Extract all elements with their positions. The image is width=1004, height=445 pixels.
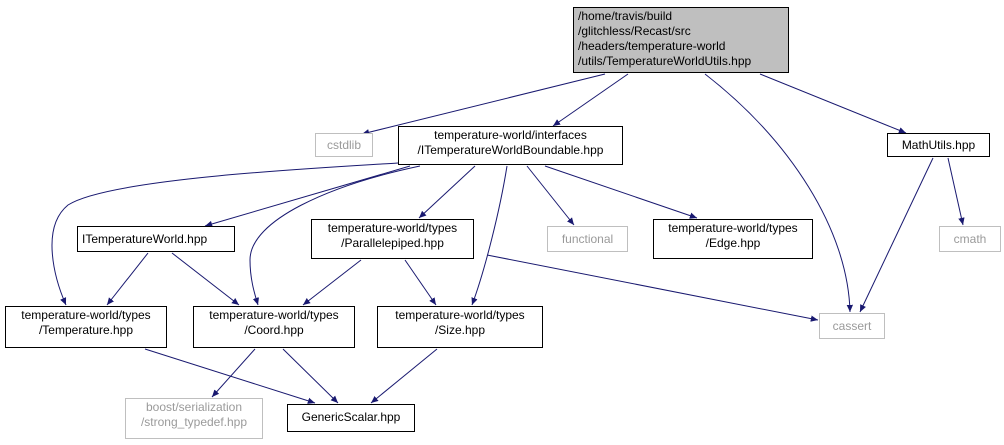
edge-size-generic	[370, 348, 438, 404]
edge-itwb-temperature	[51, 162, 399, 306]
node-line: temperature-world/types	[209, 308, 339, 322]
edge-mathutils-cassert	[859, 157, 934, 313]
node-line: /home/travis/build	[578, 9, 673, 23]
edge-parallelepiped-size	[404, 259, 437, 306]
node-line: cmath	[953, 232, 987, 246]
node-line: /utils/TemperatureWorldUtils.hpp	[578, 54, 752, 68]
edge-itw-temperature	[106, 252, 149, 306]
edge-root-cstdlib	[361, 73, 606, 136]
edge-itwb-size	[471, 165, 508, 306]
node-line: /Temperature.hpp	[38, 323, 134, 337]
node-coord-hpp[interactable]: temperature-world/types /Coord.hpp	[193, 306, 355, 348]
node-cmath[interactable]: cmath	[939, 226, 1001, 252]
node-cstdlib[interactable]: cstdlib	[315, 133, 373, 157]
edge-root-itwb	[552, 73, 629, 127]
edge-parallelepiped-cassert	[486, 254, 819, 322]
edge-coord-generic	[282, 348, 339, 404]
edge-itwb-parallelepiped	[418, 165, 476, 219]
node-line: ITemperatureWorld.hpp	[82, 232, 208, 246]
node-mathutils-hpp[interactable]: MathUtils.hpp	[887, 133, 990, 157]
node-line: GenericScalar.hpp	[301, 410, 401, 424]
node-temperature-world-utils-hpp[interactable]: /home/travis/build /glitchless/Recast/sr…	[573, 7, 789, 73]
node-itemperature-world-boundable-hpp[interactable]: temperature-world/interfaces /ITemperatu…	[398, 126, 623, 165]
node-line: /Size.hpp	[434, 323, 486, 337]
node-line: cstdlib	[326, 138, 361, 152]
node-line: functional	[561, 232, 614, 246]
node-itemperature-world-hpp[interactable]: ITemperatureWorld.hpp	[77, 226, 235, 252]
node-functional[interactable]: functional	[547, 226, 628, 252]
node-line: MathUtils.hpp	[901, 138, 976, 152]
edge-itwb-functional	[526, 165, 575, 226]
node-temperature-hpp[interactable]: temperature-world/types /Temperature.hpp	[5, 306, 167, 348]
node-generic-scalar-hpp[interactable]: GenericScalar.hpp	[287, 404, 415, 432]
edge-coord-boost	[211, 348, 256, 398]
edge-root-mathutils	[759, 73, 907, 134]
node-line: /headers/temperature-world	[578, 39, 726, 53]
edge-root-cassert	[704, 73, 854, 313]
node-line: /Coord.hpp	[244, 323, 304, 337]
edge-itwb-edge	[544, 165, 698, 219]
node-line: /Parallelepiped.hpp	[341, 236, 444, 250]
edge-temperature-generic	[144, 348, 316, 404]
node-edge-hpp[interactable]: temperature-world/types /Edge.hpp	[653, 219, 813, 259]
edge-mathutils-cmath	[947, 157, 965, 226]
node-line: /strong_typedef.hpp	[140, 415, 248, 429]
node-line: temperature-world/types	[327, 221, 458, 235]
edge-itwb-coord	[249, 165, 421, 306]
node-line: temperature-world/types	[395, 308, 525, 322]
node-line: cassert	[832, 319, 872, 333]
node-line: /glitchless/Recast/src	[578, 24, 691, 38]
node-line: /ITemperatureWorldBoundable.hpp	[417, 143, 604, 157]
node-line: temperature-world/interfaces	[434, 128, 587, 142]
node-line: /Edge.hpp	[705, 236, 761, 250]
edge-itwb-itw	[204, 165, 411, 228]
node-boost-strong-typedef[interactable]: boost/serialization /strong_typedef.hpp	[125, 398, 263, 439]
node-parallelepiped-hpp[interactable]: temperature-world/types /Parallelepiped.…	[311, 219, 474, 259]
node-line: temperature-world/types	[668, 221, 798, 235]
node-line: temperature-world/types	[21, 308, 151, 322]
edge-itw-coord	[171, 252, 240, 306]
node-size-hpp[interactable]: temperature-world/types /Size.hpp	[377, 306, 543, 348]
edge-parallelepiped-coord	[302, 259, 362, 306]
node-cassert[interactable]: cassert	[819, 313, 885, 339]
node-line: boost/serialization	[145, 400, 243, 414]
